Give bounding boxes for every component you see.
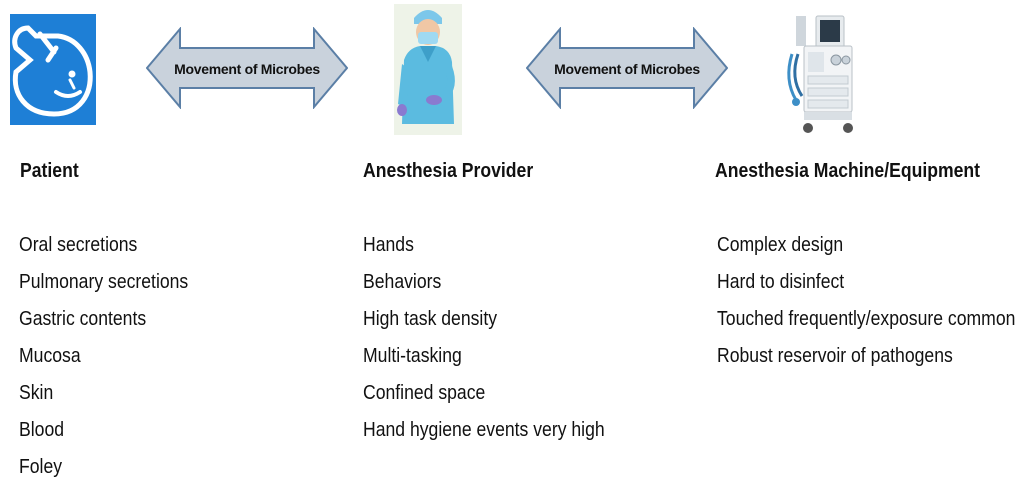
patient-heading: Patient	[20, 160, 79, 182]
arrow-label: Movement of Microbes	[554, 61, 700, 77]
list-item: Multi-tasking	[363, 345, 462, 367]
list-item: Hand hygiene events very high	[363, 419, 605, 441]
list-item: Oral secretions	[19, 234, 138, 256]
list-item: Gastric contents	[19, 308, 147, 330]
machine-heading: Anesthesia Machine/Equipment	[715, 160, 981, 182]
list-item: Skin	[19, 382, 54, 404]
list-item: Hands	[363, 234, 414, 256]
movement-arrow-right: Movement of Microbes	[526, 27, 728, 109]
list-item: Touched frequently/exposure common	[717, 308, 1016, 330]
provider-source-list: Hands Behaviors High task density Multi-…	[363, 232, 638, 454]
machine-source-list: Complex design Hard to disinfect Touched…	[717, 232, 1029, 380]
movement-arrow-left: Movement of Microbes	[146, 27, 348, 109]
anesthesia-machine-icon	[782, 10, 862, 137]
list-item: Blood	[19, 419, 65, 441]
list-item: Mucosa	[19, 345, 81, 367]
anesthesia-provider-icon	[394, 4, 462, 135]
list-item: Hard to disinfect	[717, 271, 845, 293]
list-item: Behaviors	[363, 271, 442, 293]
list-item: Pulmonary secretions	[19, 271, 189, 293]
list-item: High task density	[363, 308, 498, 330]
arrow-label: Movement of Microbes	[174, 61, 320, 77]
list-item: Confined space	[363, 382, 486, 404]
list-item: Robust reservoir of pathogens	[717, 345, 953, 367]
patient-source-list: Oral secretions Pulmonary secretions Gas…	[19, 232, 211, 491]
list-item: Foley	[19, 456, 63, 478]
list-item: Complex design	[717, 234, 844, 256]
patient-face-icon	[10, 14, 96, 125]
provider-heading: Anesthesia Provider	[363, 160, 534, 182]
